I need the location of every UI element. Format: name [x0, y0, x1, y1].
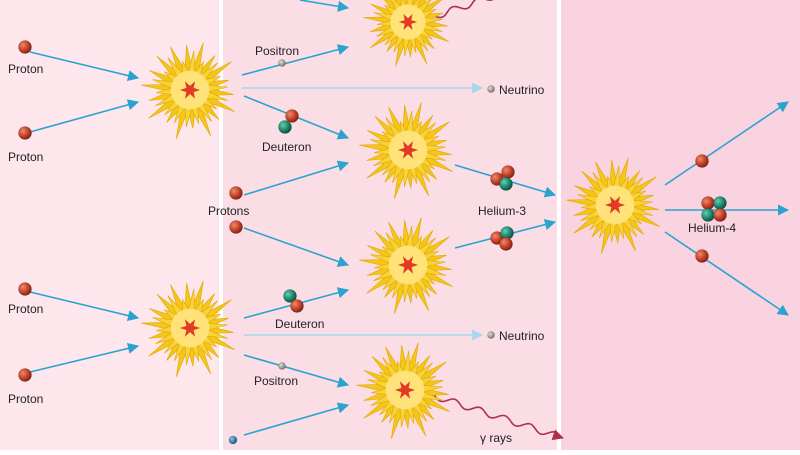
- fusion-burst-layer: [141, 0, 660, 439]
- reaction-arrow: [299, 0, 350, 12]
- helium4-neutron: [713, 196, 727, 210]
- proton-particle: [18, 282, 32, 296]
- label-proton-4: Proton: [8, 392, 43, 406]
- fusion-burst: [363, 0, 449, 67]
- label-gamma-rays: γ rays: [480, 431, 512, 445]
- label-proton-3: Proton: [8, 302, 43, 316]
- proton-particle: [229, 220, 243, 234]
- burst-core: [179, 319, 201, 337]
- reaction-arrow: [29, 51, 140, 82]
- label-proton-1: Proton: [8, 62, 43, 76]
- reaction-arrow: [243, 402, 350, 436]
- helium3-proton: [499, 237, 513, 251]
- deuteron-proton: [285, 109, 299, 123]
- reaction-arrow: [29, 342, 140, 373]
- particle-layer: [18, 40, 727, 445]
- helium3-proton: [501, 165, 515, 179]
- panel-divider-1: [219, 0, 223, 450]
- burst-core: [179, 81, 201, 99]
- helium4-proton: [713, 208, 727, 222]
- fusion-burst: [359, 217, 453, 314]
- reaction-arrow: [243, 227, 350, 267]
- reaction-arrow: [29, 99, 140, 133]
- proton-particle: [229, 186, 243, 200]
- neutrino-particle: [487, 85, 495, 93]
- reaction-arrow: [29, 291, 140, 322]
- reaction-arrow: [664, 101, 789, 186]
- fusion-burst: [141, 280, 235, 377]
- reaction-arrow: [664, 231, 789, 316]
- reaction-arrow: [243, 354, 350, 388]
- proton-particle: [695, 154, 709, 168]
- burst-core: [604, 196, 626, 214]
- helium4-neutron: [701, 208, 715, 222]
- label-neutrino-top: Neutrino: [499, 83, 545, 97]
- fusion-burst: [141, 42, 235, 139]
- burst-core: [394, 381, 416, 399]
- positron-particle: [278, 362, 286, 370]
- label-deuteron-top: Deuteron: [262, 140, 311, 154]
- label-helium-4: Helium-4: [688, 221, 736, 235]
- gamma-ray-bottom: [409, 387, 560, 436]
- label-deuteron-bottom: Deuteron: [275, 317, 324, 331]
- neutrino-particle: [487, 331, 495, 339]
- helium4-proton: [701, 196, 715, 210]
- proton-particle: [18, 368, 32, 382]
- proton-particle: [18, 40, 32, 54]
- proton-particle: [695, 249, 709, 263]
- label-protons: Protons: [208, 204, 249, 218]
- deuteron-neutron: [278, 120, 292, 134]
- incoming-particle: [228, 435, 238, 445]
- gamma-arrowhead: [551, 429, 564, 441]
- positron-particle: [278, 59, 286, 67]
- deuteron-proton: [290, 299, 304, 313]
- label-helium-3: Helium-3: [478, 204, 526, 218]
- burst-core: [397, 141, 419, 159]
- fusion-burst: [566, 157, 660, 254]
- fusion-burst: [359, 102, 453, 199]
- reaction-arrow: [241, 44, 350, 76]
- burst-core: [398, 14, 418, 30]
- reaction-arrow: [243, 160, 350, 196]
- label-positron-top: Positron: [255, 44, 299, 58]
- proton-particle: [18, 126, 32, 140]
- fusion-burst: [356, 342, 450, 439]
- helium3-neutron: [499, 177, 513, 191]
- label-neutrino-bottom: Neutrino: [499, 329, 545, 343]
- burst-core: [397, 256, 419, 274]
- label-positron-bottom: Positron: [254, 374, 298, 388]
- panel-divider-2: [557, 0, 561, 450]
- label-proton-2: Proton: [8, 150, 43, 164]
- deuteron-neutron: [283, 289, 297, 303]
